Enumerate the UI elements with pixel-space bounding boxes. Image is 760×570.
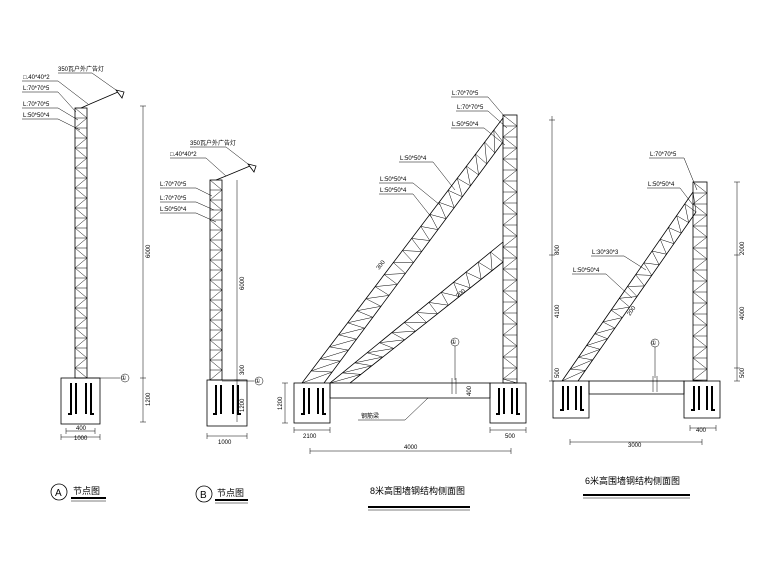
label-a-1: L:70*70*5	[23, 86, 50, 92]
height-a: 6000	[146, 244, 152, 258]
truss-bracing-8m	[502, 114, 518, 384]
ground-beam-6m	[588, 380, 685, 395]
lamp-head-b	[247, 163, 257, 173]
label-b-2: L:70*70*5	[160, 196, 187, 202]
dim-bottom-b: 1000	[218, 440, 232, 446]
dim-total-8m: 4000	[404, 445, 418, 451]
label-6m-0: L:70*70*5	[650, 152, 677, 158]
h-right-6m: 4000	[740, 306, 746, 320]
label-6m-1: L:50*50*4	[648, 182, 675, 188]
dim-total-6m: 3000	[628, 443, 642, 449]
base-right-6m: 500	[740, 367, 746, 378]
marker-b: ①	[255, 378, 260, 385]
dim-right-8m: 500	[505, 434, 516, 440]
label-b-1: L:70*70*5	[160, 182, 187, 188]
diag-6m: 200	[627, 305, 638, 317]
caption-8m: 8米高围墙钢结构侧面图	[370, 485, 465, 496]
footing-a	[60, 377, 101, 425]
diagonal-main-bracing	[301, 118, 504, 384]
beam-h-8m: 400	[467, 385, 473, 396]
footing-right-6m	[683, 380, 721, 419]
footing-b	[206, 379, 248, 427]
caption-a: 节点图	[73, 486, 100, 496]
circle-b-letter: B	[200, 490, 207, 501]
dim-height-a	[140, 105, 146, 423]
base-8m: 1200	[278, 396, 284, 410]
label-6m-3: L:50*50*4	[573, 268, 600, 274]
lamp-arm-b	[215, 165, 251, 181]
dim-left-8m: 2100	[303, 434, 317, 440]
detail-b: 350瓦户外广告灯 □.40*40*2 L:70*70*5 L:70*70*5 …	[160, 139, 264, 504]
footing-left-6m	[552, 380, 590, 419]
marker-8m: ①	[451, 339, 456, 346]
h-right-top-6m: 2000	[740, 241, 746, 255]
dim-right-6m: 400	[696, 428, 707, 434]
label-b-0: □.40*40*2	[170, 152, 197, 158]
diag1-8m: 300	[376, 259, 387, 271]
circle-a-letter: A	[55, 488, 62, 499]
beam-label-8m: 钢筋梁	[361, 412, 379, 420]
label-6m-2: L:30*30*3	[592, 250, 619, 256]
diagonal-6m-bracing	[561, 191, 697, 382]
dim-top-a: 400	[76, 426, 87, 432]
h-left-6m: 4100	[555, 304, 561, 318]
base-height-b: 1200	[240, 398, 246, 412]
detail-a: 350瓦户外广告灯 □.40*40*2 L:70*70*5 L:70*70*5 …	[22, 65, 152, 502]
label-8m-3: L:50*50*4	[400, 156, 427, 162]
label-8m-0: L:70*70*5	[452, 91, 479, 97]
circle-a	[50, 483, 68, 501]
h-top-6m: 800	[555, 244, 561, 255]
label-8m-1: L:70*70*5	[457, 105, 484, 111]
section-6m: L:70*70*5 L:50*50*4 L:30*30*3 L:50*50*4 …	[549, 116, 746, 499]
small-dim-b: 300	[240, 364, 246, 375]
diag2-8m: 200	[455, 288, 467, 299]
truss-bracing-6m	[692, 181, 708, 382]
label-a-0: □.40*40*2	[23, 75, 50, 81]
marker-6m: ①	[651, 340, 656, 347]
marker-a: ①	[121, 375, 126, 382]
footing-right-8m	[489, 382, 527, 424]
diagonal-sec-bracing	[329, 242, 504, 384]
lamp-label-b: 350瓦户外广告灯	[190, 139, 236, 147]
caption-b: 节点图	[217, 488, 244, 498]
dim-height-b	[234, 180, 240, 422]
lamp-head-a	[115, 89, 125, 99]
mast-6m	[692, 181, 708, 382]
base-left-6m: 500	[555, 367, 561, 378]
label-a-3: L:50*50*4	[23, 113, 50, 119]
lamp-label-a: 350瓦户外广告灯	[58, 65, 104, 73]
label-8m-5: L:50*50*4	[380, 188, 407, 194]
lamp-arm-a	[80, 91, 119, 109]
circle-b	[195, 485, 213, 503]
mast-8m	[502, 114, 518, 384]
ground-beam-8m	[329, 382, 491, 399]
base-height-a: 1200	[146, 392, 152, 406]
label-8m-4: L:50*50*4	[380, 177, 407, 183]
label-a-2: L:70*70*5	[23, 102, 50, 108]
footing-left-8m	[293, 382, 331, 424]
section-8m: L:70*70*5 L:70*70*5 L:50*50*4 L:50*50*4 …	[278, 91, 527, 511]
caption-6m: 6米高围墙钢结构侧面图	[585, 475, 680, 486]
truss-bracing-a	[74, 107, 88, 379]
label-8m-2: L:50*50*4	[452, 122, 479, 128]
label-b-3: L:50*50*4	[160, 207, 187, 213]
height-b: 6000	[240, 276, 246, 290]
dim-bottom-a: 1000	[74, 436, 88, 442]
truss-bracing-b	[209, 179, 223, 381]
